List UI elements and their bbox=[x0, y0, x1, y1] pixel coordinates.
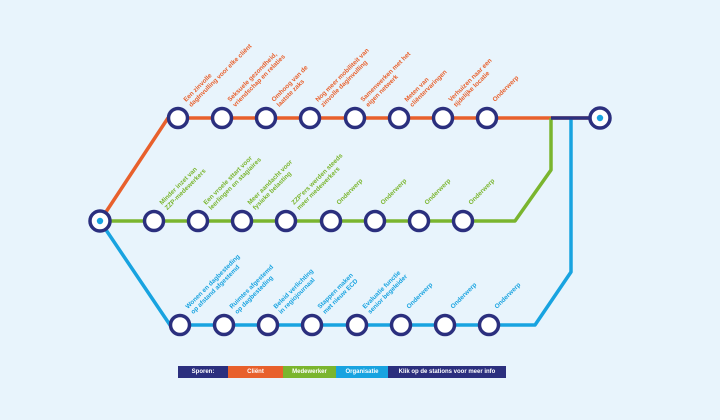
station-label: Onderwerp bbox=[493, 282, 522, 311]
legend-client-button[interactable]: Cliënt bbox=[228, 366, 283, 378]
station-label: Stappen makenmet nieuw ECD bbox=[316, 272, 360, 316]
station-label: Omhoog van delaatste zaks bbox=[270, 64, 315, 109]
station-organisatie-1[interactable]: Wonen en dagbestedingop afstand afgestem… bbox=[168, 253, 247, 337]
start-terminal[interactable] bbox=[88, 209, 112, 233]
station-label: Onderwerp bbox=[467, 178, 496, 207]
station-label: Verhuizen naar eentijdelijke locatie bbox=[447, 57, 498, 108]
station-client-1[interactable]: Een zinvolledagInvulling voor elke cliën… bbox=[166, 37, 255, 130]
station-label: Minder inzet vanZZP-medewerkers bbox=[158, 162, 207, 211]
legend-organisatie-button[interactable]: Organisatie bbox=[336, 366, 388, 378]
start-terminal-dot bbox=[96, 217, 104, 225]
station-label: Onderwerp bbox=[491, 75, 520, 104]
organisatie-track bbox=[98, 118, 573, 327]
end-terminal-dot bbox=[596, 114, 604, 122]
station-label: Onderwerp bbox=[423, 178, 452, 207]
station-label: Meten vancliëntervaringen bbox=[403, 63, 448, 108]
station-label: Beleid verlichtingin regiojournaal bbox=[272, 268, 320, 316]
station-label: Onderwerp bbox=[335, 178, 364, 207]
station-label: Onderwerp bbox=[379, 178, 408, 207]
legend-medewerker-button[interactable]: Medewerker bbox=[283, 366, 336, 378]
station-label: Onderwerp bbox=[449, 282, 478, 311]
medewerker-track bbox=[100, 118, 553, 223]
legend-bar: Sporen: Cliënt Medewerker Organisatie Kl… bbox=[178, 366, 506, 378]
station-label: Evaluatie functiesenior begeleider bbox=[361, 268, 409, 316]
legend-sporen-label: Sporen: bbox=[178, 366, 228, 378]
end-terminal[interactable] bbox=[588, 106, 612, 130]
station-label: Onderwerp bbox=[405, 282, 434, 311]
legend-hint-text: Klik op de stations voor meer info bbox=[388, 366, 506, 378]
